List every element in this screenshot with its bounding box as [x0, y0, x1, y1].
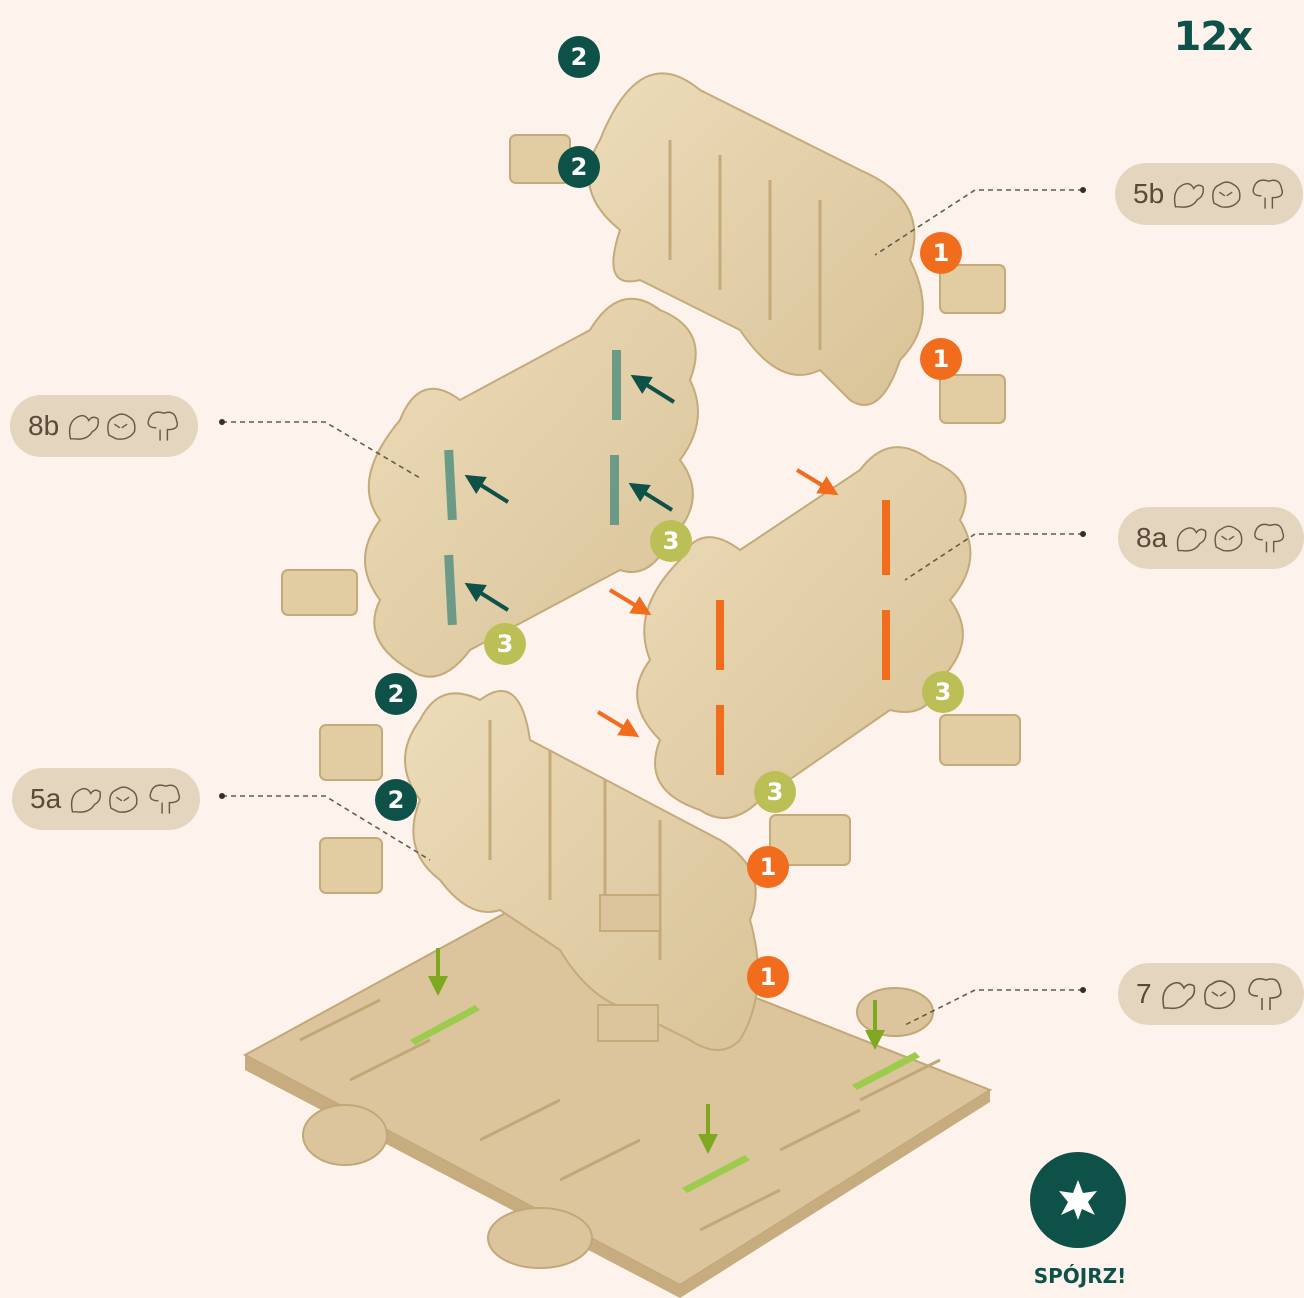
step-badge-3: 3: [754, 771, 796, 813]
part-label-5b: 5b: [1115, 163, 1303, 225]
step-badge-3: 3: [922, 671, 964, 713]
tree-icon: [148, 412, 177, 440]
step-badge-1: 1: [747, 956, 789, 998]
part-code: 7: [1136, 978, 1152, 1010]
quantity-label: 12x: [1174, 14, 1252, 60]
part-code: 8a: [1136, 522, 1167, 554]
animal-icons: [1170, 174, 1289, 214]
tree-icon: [1255, 524, 1284, 552]
tree-icon: [1253, 180, 1282, 208]
squirrel-icon: [70, 416, 99, 439]
squirrel-icon: [72, 789, 101, 812]
raccoon-icon: [1215, 526, 1242, 551]
tree-icon: [1249, 979, 1281, 1010]
step-badge-3: 3: [484, 623, 526, 665]
step-badge-1: 1: [920, 338, 962, 380]
step-badge-2: 2: [375, 779, 417, 821]
star-icon: [1056, 1178, 1100, 1222]
step-badge-2: 2: [558, 146, 600, 188]
step-badge-2: 2: [375, 673, 417, 715]
part-code: 5a: [30, 783, 61, 815]
raccoon-icon: [1213, 182, 1240, 207]
part-code: 8b: [28, 410, 59, 442]
look-star-button[interactable]: [1030, 1152, 1126, 1248]
part-label-8a: 8a: [1118, 507, 1304, 569]
step-badge-1: 1: [747, 846, 789, 888]
step-badge-2: 2: [558, 36, 600, 78]
step-badge-3: 3: [650, 520, 692, 562]
animal-icons: [67, 779, 186, 819]
animal-icons: [1158, 974, 1288, 1014]
squirrel-icon: [1178, 528, 1206, 551]
look-label: SPÓJRZ!: [1010, 1264, 1150, 1288]
part-label-7: 7: [1118, 963, 1304, 1025]
part-label-5a: 5a: [12, 768, 200, 830]
animal-icons: [1173, 518, 1290, 558]
raccoon-icon: [108, 414, 135, 439]
tree-icon: [150, 785, 179, 813]
raccoon-icon: [110, 787, 137, 812]
part-label-8b: 8b: [10, 395, 198, 457]
raccoon-icon: [1204, 981, 1234, 1008]
animal-icons: [65, 406, 184, 446]
part-code: 5b: [1133, 178, 1164, 210]
squirrel-icon: [1163, 983, 1194, 1009]
squirrel-icon: [1175, 184, 1204, 207]
step-badge-1: 1: [920, 232, 962, 274]
